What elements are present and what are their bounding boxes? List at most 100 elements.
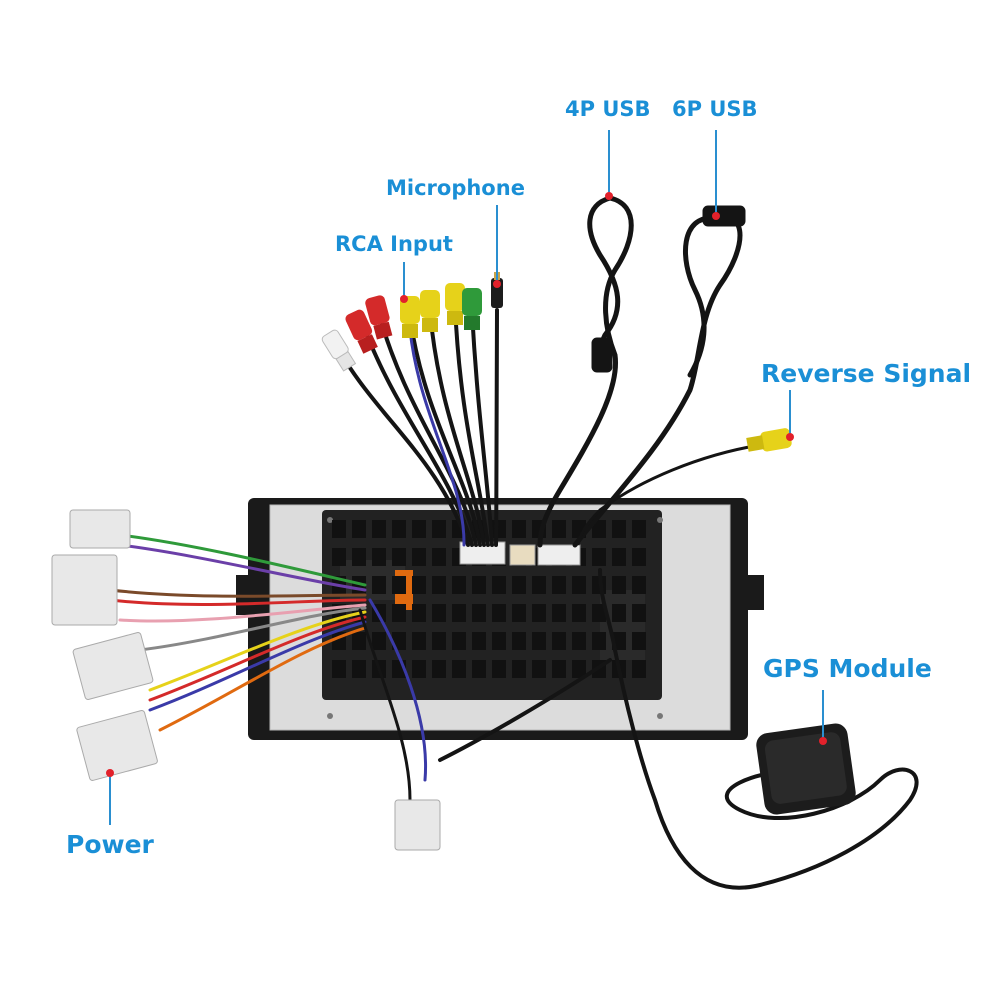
tray-vent-slot: [432, 576, 446, 594]
label-reverse-signal: Reverse Signal: [761, 359, 972, 388]
tray-vent-slot: [372, 576, 386, 594]
rca-plug-red-1: [345, 309, 378, 354]
tray-vent-slot: [552, 660, 566, 678]
tray-vent-slot: [612, 548, 626, 566]
tray-vent-slot: [632, 548, 646, 566]
power-connector-3: [72, 632, 154, 700]
tray-vent-slot: [372, 632, 386, 650]
tray-vent-slot: [412, 576, 426, 594]
callout-pointers: [106, 130, 827, 825]
rca-plug-red-2: [365, 295, 393, 340]
tray-vent-slot: [512, 660, 526, 678]
usb-6p-cable: [572, 205, 746, 548]
tray-vent-slot: [492, 660, 506, 678]
gps-module: [756, 723, 856, 815]
tray-vent-slot: [572, 660, 586, 678]
tray-vent-slot: [592, 520, 606, 538]
tray-vent-slot: [632, 660, 646, 678]
tray-vent-slot: [332, 520, 346, 538]
tray-vent-slot: [572, 576, 586, 594]
rca-plug-yellow-2: [420, 290, 440, 332]
tray-vent-slot: [512, 604, 526, 622]
tray-vent-slot: [392, 604, 406, 622]
power-connectors: [51, 509, 441, 851]
tray-vent-slot: [512, 576, 526, 594]
power-connector-2: [51, 554, 118, 626]
tray-vent-slot: [492, 604, 506, 622]
tray-vent-slot: [552, 632, 566, 650]
label-microphone: Microphone: [386, 176, 525, 200]
rca-cable-bundle: [338, 303, 499, 547]
tray-vent-slot: [412, 520, 426, 538]
tray-vent-slot: [432, 520, 446, 538]
label-gps-module: GPS Module: [763, 654, 932, 683]
rca-connectors: [321, 272, 503, 372]
label-6p-usb: 6P USB: [672, 97, 758, 121]
power-connector-4: [76, 710, 158, 781]
tray-vent-slot: [632, 520, 646, 538]
tray-vent-slot: [512, 632, 526, 650]
tray-vent-slot: [432, 632, 446, 650]
tray-vent-slot: [392, 520, 406, 538]
tray-vent-slot: [412, 548, 426, 566]
tray-vent-slot: [472, 576, 486, 594]
tray-vent-slot: [632, 576, 646, 594]
tray-vent-slot: [532, 660, 546, 678]
rear-port-block: [459, 541, 581, 566]
power-connector-1: [69, 509, 131, 549]
tray-vent-slot: [492, 632, 506, 650]
tray-vent-slot: [552, 520, 566, 538]
tray-vent-slot: [432, 660, 446, 678]
tray-vent-slot: [612, 520, 626, 538]
label-4p-usb: 4P USB: [565, 97, 651, 121]
tray-vent-slot: [352, 632, 366, 650]
tray-vent-slot: [352, 520, 366, 538]
rca-plug-white: [321, 329, 357, 372]
tray-vent-slot: [372, 520, 386, 538]
tray-vent-slot: [412, 632, 426, 650]
tray-vent-slot: [572, 604, 586, 622]
tray-vent-slot: [432, 548, 446, 566]
auxiliary-connector: [394, 799, 441, 851]
tray-vent-slot: [612, 604, 626, 622]
rca-plug-reverse: [746, 428, 792, 452]
tray-vent-slot: [332, 548, 346, 566]
usb-4p-cable: [537, 195, 634, 548]
gps-cable: [438, 568, 919, 890]
tray-vent-slot: [552, 604, 566, 622]
tray-vent-slot: [492, 520, 506, 538]
tray-vent-slot: [592, 632, 606, 650]
tray-vent-slot: [632, 604, 646, 622]
label-power: Power: [66, 830, 154, 859]
tray-vent-slot: [412, 660, 426, 678]
rca-plug-green: [462, 288, 482, 330]
tray-vent-slot: [532, 576, 546, 594]
label-rca-input: RCA Input: [335, 232, 453, 256]
power-harness: [108, 533, 428, 802]
tray-vent-slot: [392, 548, 406, 566]
tray-vent-slot: [492, 576, 506, 594]
rca-plug-yellow-3: [445, 283, 465, 325]
tray-vent-slot: [452, 660, 466, 678]
tray-vent-slot: [632, 632, 646, 650]
tray-vent-slot: [352, 548, 366, 566]
tray-vent-slot: [532, 604, 546, 622]
tray-vent-slot: [332, 660, 346, 678]
reverse-signal-cable: [576, 428, 792, 546]
tray-vent-slot: [392, 576, 406, 594]
tray-vent-slot: [452, 576, 466, 594]
tray-vent-slot: [572, 632, 586, 650]
tray-vent-slot: [512, 520, 526, 538]
tray-vent-slot: [612, 576, 626, 594]
tray-vent-slot: [452, 632, 466, 650]
tray-vent-slot: [452, 604, 466, 622]
tray-vent-slot: [372, 548, 386, 566]
tray-vent-slot: [472, 660, 486, 678]
tray-vent-slot: [352, 660, 366, 678]
tray-vent-slot: [532, 632, 546, 650]
tray-vent-slot: [412, 604, 426, 622]
tray-vent-slot: [432, 604, 446, 622]
rca-plug-yellow-1: [400, 296, 420, 338]
